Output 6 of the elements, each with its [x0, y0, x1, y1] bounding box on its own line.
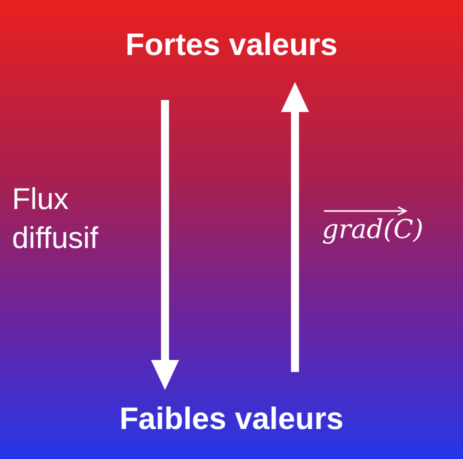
value-heading: Faibles valeurs [119, 400, 344, 438]
arrow [151, 100, 179, 390]
edge-label: grad(C) [322, 215, 424, 245]
arrow [281, 82, 309, 372]
value-heading: Fortes valeurs [126, 26, 338, 64]
edge-label: Flux diffusif [12, 182, 100, 257]
